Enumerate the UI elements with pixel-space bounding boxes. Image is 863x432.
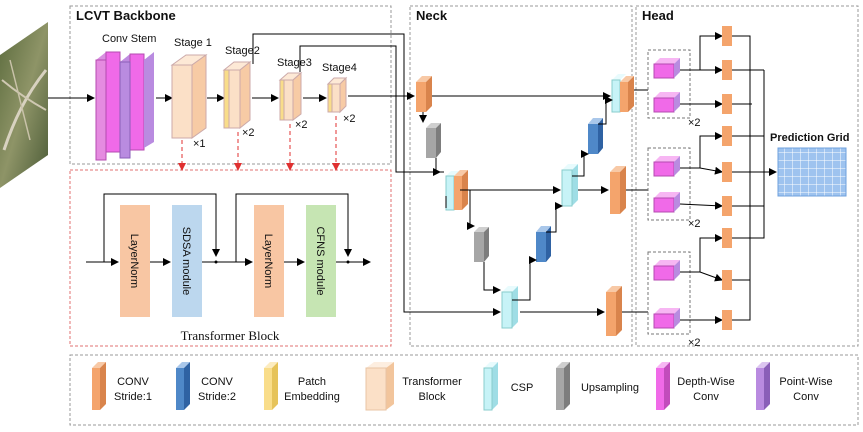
head-branch-3: [622, 172, 765, 335]
stage1-block: [170, 54, 208, 139]
layernorm-2-label: LayerNorm: [262, 234, 274, 288]
legend-pointwise-line2: Conv: [793, 391, 819, 403]
stage3-block: [278, 71, 303, 121]
conv-stride1-icon: [92, 362, 106, 410]
stage3-repeat: ×2: [295, 119, 308, 131]
legend-patch-line2: Embedding: [284, 391, 340, 403]
stage4-repeat: ×2: [343, 113, 356, 125]
stage4-label: Stage4: [322, 62, 357, 74]
legend-upsampling-label: Upsampling: [581, 382, 639, 394]
stage1-repeat: ×1: [193, 138, 206, 150]
head-repeat-3: ×2: [688, 337, 701, 349]
legend-conv1-line1: CONV: [117, 376, 149, 388]
pointwise-conv-icon: [756, 362, 770, 410]
neck-title: Neck: [416, 8, 448, 23]
csp-icon: [483, 362, 498, 411]
head-repeat-1: ×2: [688, 117, 701, 129]
legend-pointwise-line1: Point-Wise: [779, 376, 832, 388]
conv-stem-label: Conv Stem: [102, 33, 156, 45]
neck-flow: [416, 74, 634, 336]
stage-to-transformer-links: [178, 116, 340, 171]
legend-transformer-line1: Transformer: [402, 376, 462, 388]
conv-stride2-icon: [176, 362, 190, 410]
patch-embedding-icon: [264, 362, 278, 410]
legend-frame: [69, 354, 859, 426]
prediction-grid-icon: [777, 147, 847, 197]
legend-conv1-line2: Stride:1: [114, 391, 152, 403]
conv-stem: [95, 51, 154, 161]
sdsa-module-box: [172, 205, 202, 317]
legend-transformer-line2: Block: [419, 391, 446, 403]
prediction-grid-label: Prediction Grid: [770, 132, 849, 144]
transformer-block-title: Transformer Block: [181, 328, 280, 343]
stage4-block: [326, 76, 348, 114]
layernorm-2-box: [254, 205, 284, 317]
upsampling-icon: [556, 362, 570, 410]
legend-patch-line1: Patch: [298, 376, 326, 388]
stage3-label: Stage3: [277, 57, 312, 69]
stage2-repeat: ×2: [242, 127, 255, 139]
head-frame: [635, 5, 859, 347]
backbone-title: LCVT Backbone: [76, 8, 176, 23]
layernorm-1-box: [120, 205, 150, 317]
depthwise-conv-icon: [656, 362, 670, 410]
legend-depthwise-line1: Depth-Wise: [677, 376, 734, 388]
stage1-label: Stage 1: [174, 37, 212, 49]
legend-conv2-line2: Stride:2: [198, 391, 236, 403]
legend-csp-label: CSP: [511, 382, 534, 394]
head-branch-2: [626, 126, 777, 221]
head-repeat-2: ×2: [688, 218, 701, 230]
head-branch-1: [634, 26, 765, 173]
head-title: Head: [642, 8, 674, 23]
stage2-block: [222, 60, 252, 130]
layernorm-1-label: LayerNorm: [128, 234, 140, 288]
transformer-block-diagram: [86, 193, 371, 266]
legend-conv2-line1: CONV: [201, 376, 233, 388]
backbone-frame: [69, 5, 392, 165]
input-satellite-image: [0, 22, 48, 188]
stage2-label: Stage2: [225, 45, 260, 57]
transformer-block-frame: [69, 169, 392, 347]
legend-depthwise-line2: Conv: [693, 391, 719, 403]
transformer-block-icon: [365, 362, 394, 411]
cfns-module-box: [306, 205, 336, 317]
neck-frame: [409, 5, 633, 347]
backbone-neck-connections: [252, 33, 501, 316]
cfns-module-label: CFNS module: [314, 226, 326, 295]
sdsa-module-label: SDSA module: [180, 227, 192, 295]
